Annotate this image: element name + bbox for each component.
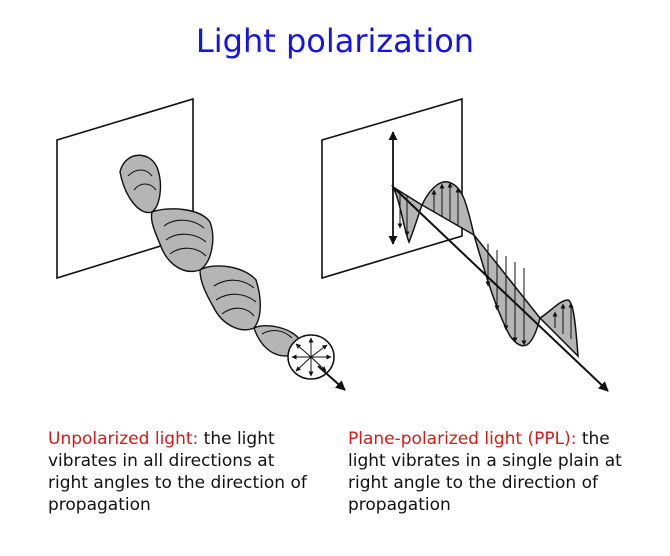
unpolarized-wave <box>119 154 302 357</box>
plane-polarized-light-figure <box>321 97 609 392</box>
unpolarized-description: the light vibrates in all directions at … <box>48 429 307 515</box>
unpolarized-caption: Unpolarized light: the light vibrates in… <box>48 428 318 516</box>
page-title: Light polarization <box>195 22 475 60</box>
unpolarized-hatching <box>127 169 293 339</box>
all-directions-vectors <box>287 334 335 380</box>
polarization-diagram <box>56 97 609 392</box>
plane-polarized-caption: Plane-polarized light (PPL): the light v… <box>348 428 638 516</box>
unpolarized-light-figure <box>56 97 346 391</box>
left-propagation-arrow <box>317 365 346 391</box>
plane-polarized-wave <box>391 181 579 358</box>
plane-polarized-description: the light vibrates in a single plain at … <box>348 429 622 515</box>
plane-polarized-term: Plane-polarized light (PPL): <box>348 429 577 449</box>
right-propagation-arrow <box>392 186 609 392</box>
unpolarized-term: Unpolarized light: <box>48 429 199 449</box>
